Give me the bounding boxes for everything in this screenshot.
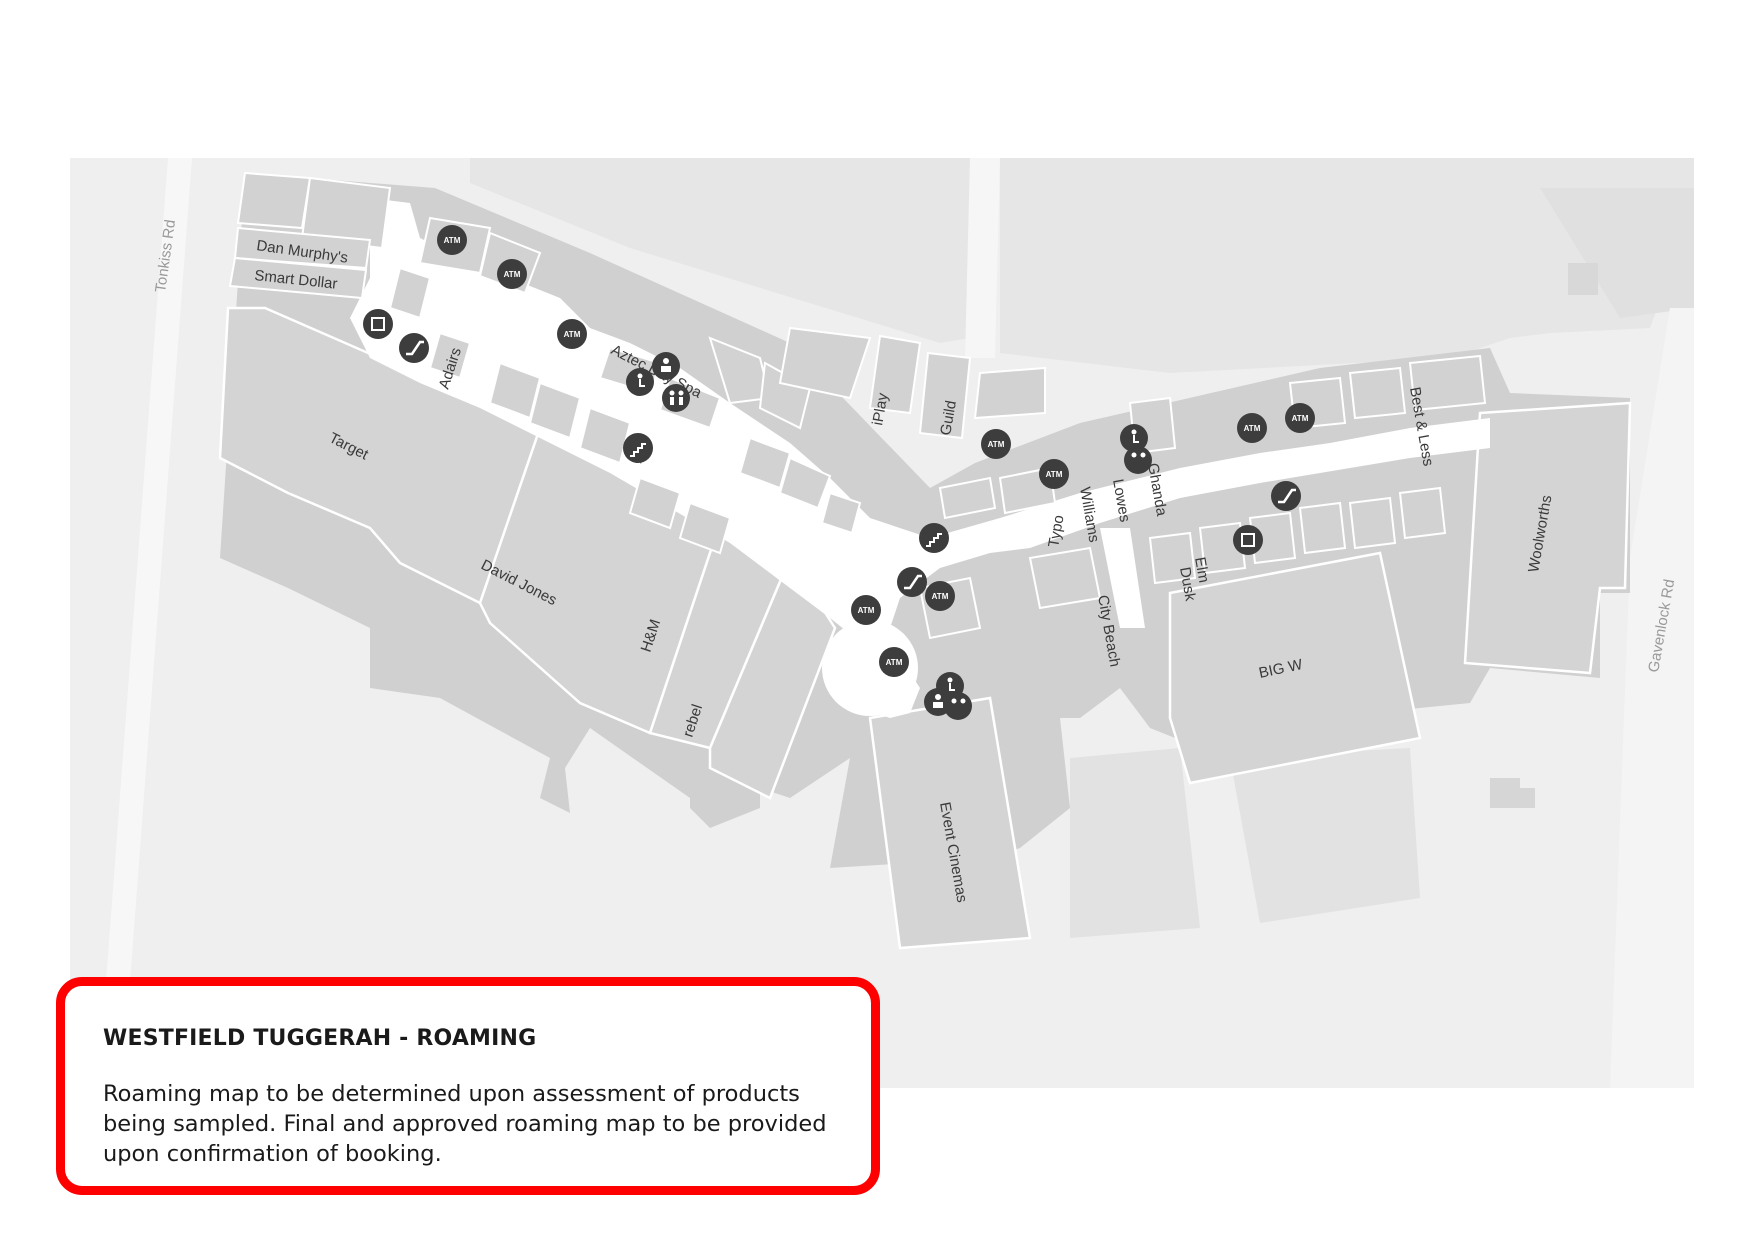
atm-icon: ATM [925,581,955,611]
atm-icon: ATM [851,595,881,625]
escalator-icon [399,333,429,363]
stairs-icon [623,433,653,463]
atm-icon: ATM [1237,413,1267,443]
atm-icon: ATM [497,259,527,289]
shopping-centre-map: Tonkiss Rd Gavenlock Rd [70,158,1694,1088]
svg-text:ATM: ATM [504,270,521,279]
toilets-icon [1124,446,1152,474]
side-walkway-city-beach [1100,528,1145,628]
svg-text:ATM: ATM [564,330,581,339]
building-b [973,366,1046,420]
label-guild: Guild [937,399,960,436]
svg-text:ATM: ATM [1244,424,1261,433]
svg-text:ATM: ATM [886,658,903,667]
carpark-north-west [470,158,970,343]
specialty-shops [228,171,1487,640]
carpark-south-east [1230,748,1420,923]
tonkiss-road [98,158,192,1088]
escalator-icon [897,567,927,597]
guild-building [918,351,972,440]
roaming-info-box: WESTFIELD TUGGERAH - ROAMING Roaming map… [56,977,880,1195]
toilets-icon [944,692,972,720]
info-title: WESTFIELD TUGGERAH - ROAMING [103,1026,537,1051]
svg-text:ATM: ATM [932,592,949,601]
label-typo: Typo [1045,514,1067,549]
label-elm: Elm [1191,556,1212,584]
family-room-icon [652,352,680,380]
lift-icon [1233,525,1263,555]
toilets-icon [662,384,690,412]
carpark-north-east [1000,158,1694,373]
carpark-south [1070,748,1200,938]
accessible-toilet-icon [1120,424,1148,452]
label-iplay: iPlay [869,391,891,426]
info-body: Roaming map to be determined upon assess… [103,1081,827,1167]
kiosk-building [1568,263,1598,295]
big-w-store [1168,551,1422,785]
atm-icon: ATM [1285,403,1315,433]
svg-text:ATM: ATM [988,440,1005,449]
lift-icon [363,309,393,339]
service-road [965,158,1000,358]
central-court [822,620,918,716]
accessible-toilet-icon [626,368,654,396]
gavenlock-road [1610,308,1694,1088]
iplay-building [868,334,922,415]
label-dusk: Dusk [1176,566,1199,603]
carpark-ne-corner [1540,188,1694,318]
svg-text:ATM: ATM [444,236,461,245]
atm-icon: ATM [1039,459,1069,489]
atm-icon: ATM [879,647,909,677]
rebel-store [708,555,837,800]
atm-icon: ATM [557,319,587,349]
svg-text:ATM: ATM [1046,470,1063,479]
stairs-icon [919,523,949,553]
building-a [778,326,872,400]
small-building [1490,778,1535,808]
atm-icon: ATM [437,225,467,255]
svg-text:ATM: ATM [1292,414,1309,423]
atm-icon: ATM [981,429,1011,459]
main-walkway [350,198,1490,718]
woolworths-store [1463,401,1632,675]
svg-text:ATM: ATM [858,606,875,615]
target-store [218,306,542,605]
escalator-icon [1271,481,1301,511]
